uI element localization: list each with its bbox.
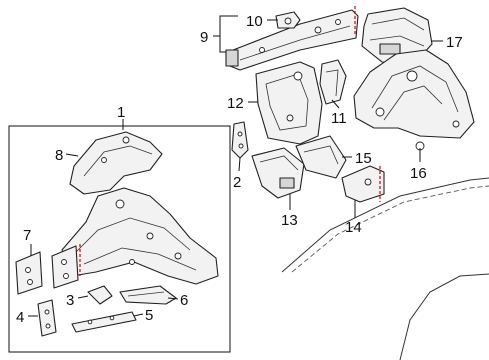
clip-part (87, 285, 113, 305)
callout-9: 9 (200, 29, 208, 46)
callout-3: 3 (66, 292, 74, 309)
callout-12: 12 (227, 95, 244, 112)
wheelhouse-part (353, 49, 475, 151)
apron-panel-part (255, 61, 323, 145)
callout-4: 4 (16, 309, 24, 326)
callout-7: 7 (23, 227, 31, 244)
end-plate-part (15, 244, 81, 295)
small-bracket-part (231, 121, 249, 159)
cross-member-part (295, 135, 347, 179)
upper-section-part (69, 131, 163, 195)
upper-rail-part (225, 6, 359, 71)
callout-10: 10 (246, 13, 263, 30)
brace-part (319, 59, 347, 105)
callout-11: 11 (331, 110, 347, 127)
callout-13: 13 (281, 212, 298, 229)
leader-lines (28, 15, 443, 317)
callout-2: 2 (233, 174, 241, 191)
callout-14: 14 (345, 219, 362, 236)
lower-small-bracket-part (37, 299, 57, 337)
strap-part (119, 285, 177, 305)
frame-rail-part (61, 187, 219, 285)
callout-16: 16 (410, 165, 427, 182)
callout-6: 6 (180, 292, 188, 309)
callout-8: 8 (55, 147, 63, 164)
callout-1: 1 (117, 104, 125, 121)
reinforcement-strip-part (71, 311, 137, 333)
callout-15: 15 (355, 150, 372, 167)
rear-bracket-part (341, 165, 385, 203)
fender-outline (281, 177, 489, 360)
lower-support-part (251, 147, 305, 199)
callout-17: 17 (446, 34, 463, 51)
callout-5: 5 (145, 307, 153, 324)
wheelhouse-cap-part (361, 7, 433, 65)
assembly-group-box (8, 125, 231, 353)
rail-bracket-part (275, 11, 301, 29)
